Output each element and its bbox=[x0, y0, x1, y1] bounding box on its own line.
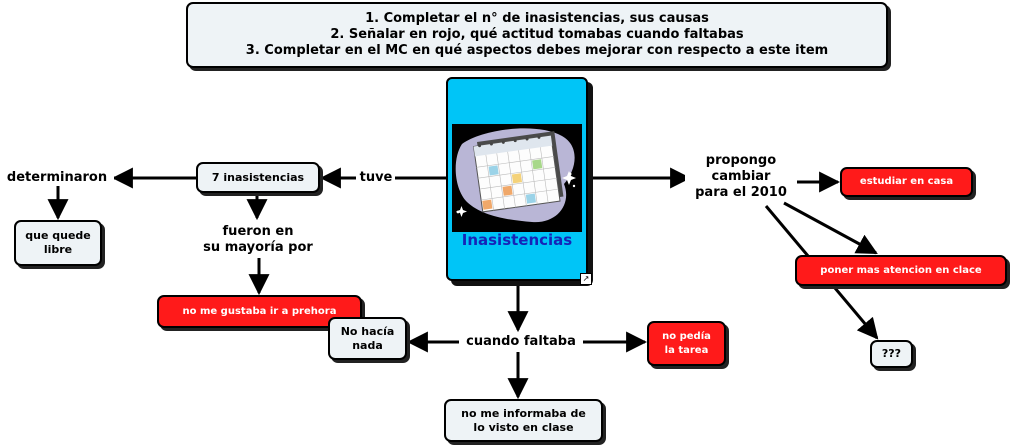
node-no-me-informaba[interactable]: no me informaba de lo visto en clase bbox=[444, 399, 603, 442]
node-que-quede-libre[interactable]: que quede libre bbox=[14, 220, 102, 266]
label-tuve: tuve bbox=[357, 170, 395, 186]
node-estudiar-en-casa[interactable]: estudiar en casa bbox=[840, 167, 973, 197]
label-cuando-faltaba: cuando faltaba bbox=[459, 334, 583, 350]
node-7-inasistencias[interactable]: 7 inasistencias bbox=[196, 162, 320, 193]
node-prehora[interactable]: no me gustaba ir a prehora bbox=[157, 295, 362, 328]
connector-propongo-atencion bbox=[783, 201, 878, 255]
label-fueron: fueron en su mayoría por bbox=[190, 224, 326, 256]
central-concept-title: Inasistencias bbox=[461, 231, 573, 249]
instruction-line-1: 1. Completar el n° de inasistencias, sus… bbox=[365, 11, 709, 26]
node-poner-atencion[interactable]: poner mas atencion en clace bbox=[795, 255, 1007, 286]
label-determinaron: determinaron bbox=[0, 170, 114, 186]
calendar-clipart-icon bbox=[452, 124, 582, 232]
instruction-line-3: 3. Completar en el MC en qué aspectos de… bbox=[245, 43, 829, 58]
node-question-marks[interactable]: ??? bbox=[870, 340, 913, 368]
central-concept-node[interactable]: Inasistencias ↗ bbox=[446, 77, 592, 285]
node-no-pedia-tarea[interactable]: no pedía la tarea bbox=[647, 321, 726, 366]
shortcut-arrow-icon[interactable]: ↗ bbox=[580, 273, 592, 285]
node-no-hacia-nada[interactable]: No hacía nada bbox=[328, 317, 407, 360]
instruction-line-2: 2. Señalar en rojo, qué actitud tomabas … bbox=[330, 27, 744, 42]
label-propongo: propongo cambiar para el 2010 bbox=[685, 153, 797, 201]
instructions-box: 1. Completar el n° de inasistencias, sus… bbox=[186, 2, 888, 68]
